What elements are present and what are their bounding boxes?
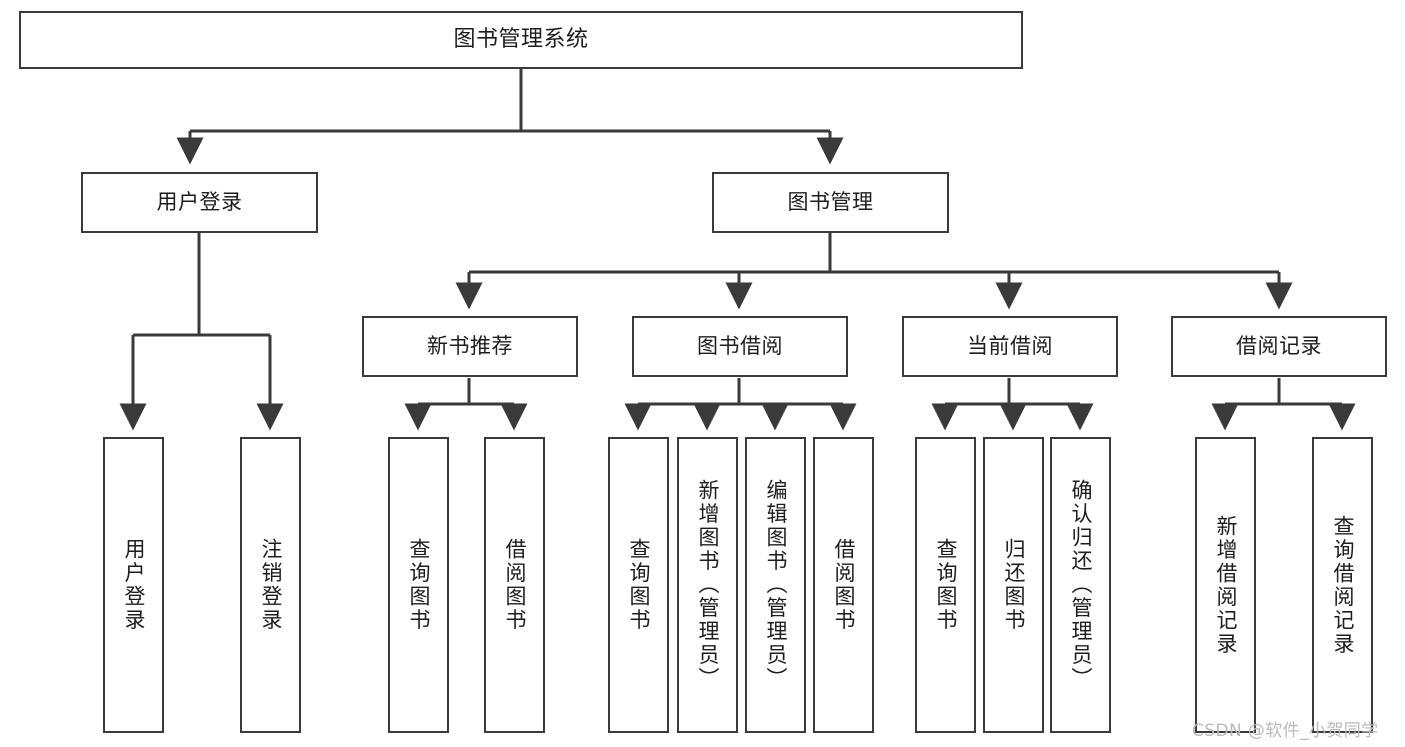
node-new-book-recommend[interactable]: 新书推荐 bbox=[362, 316, 578, 377]
leaf-add-book-admin[interactable]: 新增图书（管理员） bbox=[677, 437, 738, 733]
leaf-borrow-book-recommend[interactable]: 借阅图书 bbox=[484, 437, 545, 733]
node-label: 图书借阅 bbox=[697, 333, 783, 358]
node-label: 新增借阅记录 bbox=[1214, 514, 1238, 656]
node-label: 查询借阅记录 bbox=[1331, 514, 1355, 656]
leaf-query-book-current[interactable]: 查询图书 bbox=[915, 437, 976, 733]
leaf-borrow-book[interactable]: 借阅图书 bbox=[813, 437, 874, 733]
node-label: 新书推荐 bbox=[427, 333, 513, 358]
node-current-borrow[interactable]: 当前借阅 bbox=[902, 316, 1118, 377]
node-label: 确认归还（管理员） bbox=[1069, 479, 1093, 691]
node-label: 用户登录 bbox=[122, 538, 146, 632]
leaf-edit-book-admin[interactable]: 编辑图书（管理员） bbox=[745, 437, 806, 733]
node-label: 图书管理 bbox=[787, 189, 874, 214]
node-label: 查询图书 bbox=[934, 538, 958, 632]
node-label: 注销登录 bbox=[259, 538, 283, 632]
leaf-confirm-return-admin[interactable]: 确认归还（管理员） bbox=[1050, 437, 1111, 733]
leaf-user-login[interactable]: 用户登录 bbox=[103, 437, 164, 733]
leaf-query-book-borrow[interactable]: 查询图书 bbox=[608, 437, 669, 733]
node-label: 归还图书 bbox=[1002, 538, 1026, 632]
node-user-login[interactable]: 用户登录 bbox=[81, 172, 318, 233]
node-book-borrow[interactable]: 图书借阅 bbox=[632, 316, 848, 377]
csdn-watermark: CSDN @软件_小贺同学 bbox=[1192, 721, 1379, 741]
node-label: 查询图书 bbox=[627, 538, 651, 632]
node-label: 借阅图书 bbox=[503, 538, 527, 632]
leaf-logout-login[interactable]: 注销登录 bbox=[240, 437, 301, 733]
leaf-add-borrow-record[interactable]: 新增借阅记录 bbox=[1195, 437, 1256, 733]
node-label: 借阅图书 bbox=[832, 538, 856, 632]
node-label: 当前借阅 bbox=[967, 333, 1053, 358]
leaf-return-book[interactable]: 归还图书 bbox=[983, 437, 1044, 733]
leaf-query-borrow-record[interactable]: 查询借阅记录 bbox=[1312, 437, 1373, 733]
node-root-system[interactable]: 图书管理系统 bbox=[19, 11, 1023, 69]
node-label: 查询图书 bbox=[407, 538, 431, 632]
node-label: 用户登录 bbox=[156, 189, 243, 214]
leaf-query-book-recommend[interactable]: 查询图书 bbox=[388, 437, 449, 733]
node-label: 图书管理系统 bbox=[453, 26, 589, 52]
node-book-manage[interactable]: 图书管理 bbox=[712, 172, 949, 233]
node-label: 新增图书（管理员） bbox=[696, 479, 720, 691]
node-label: 编辑图书（管理员） bbox=[764, 479, 788, 691]
node-label: 借阅记录 bbox=[1236, 333, 1322, 358]
node-borrow-record[interactable]: 借阅记录 bbox=[1171, 316, 1387, 377]
